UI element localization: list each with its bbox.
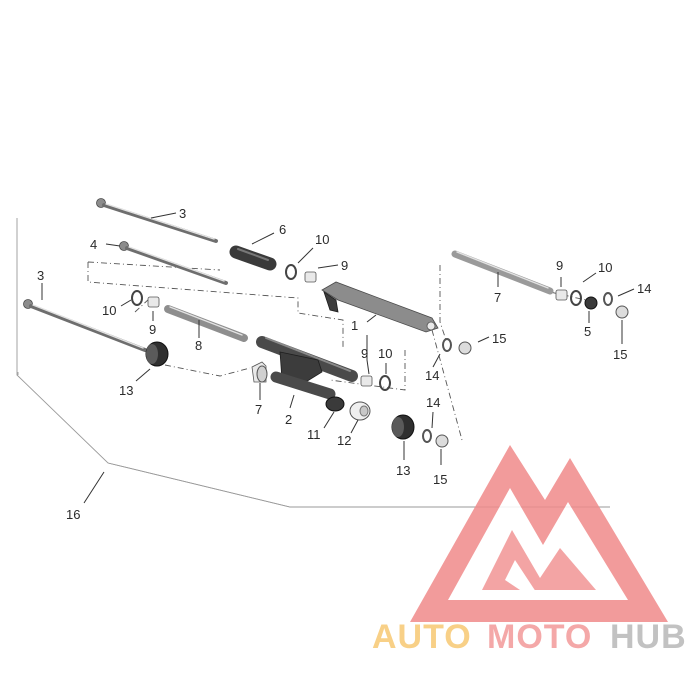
cap-15-a: [458, 341, 472, 355]
watermark-auto: AUTO: [372, 618, 472, 656]
callout-3-upper: 3: [179, 206, 186, 221]
bushing-13-right: [391, 414, 415, 440]
watermark-logo: AUTO MOTO HUB: [372, 445, 687, 656]
watermark-moto: MOTO: [487, 618, 592, 656]
callout-9-d: 9: [556, 258, 563, 273]
washer-14-a: [442, 338, 452, 352]
watermark-hub: HUB: [610, 618, 687, 656]
bushing-13-left: [145, 341, 169, 367]
nut-5: [584, 296, 598, 310]
callout-2: 2: [285, 412, 292, 427]
callout-16: 16: [66, 507, 80, 522]
spacer-9-b: [147, 296, 160, 308]
bracket-1: [321, 281, 439, 333]
callout-13-left: 13: [119, 383, 133, 398]
frame-outline: [16, 218, 610, 508]
spacer-11: [325, 396, 345, 412]
bolt-4: [119, 241, 228, 285]
callout-10-d: 10: [598, 260, 612, 275]
pin-7-left: [251, 361, 268, 383]
washer-10-a: [285, 264, 297, 280]
leader-lines: [41, 212, 635, 504]
callout-14-b: 14: [426, 395, 440, 410]
spacer-6: [229, 245, 277, 271]
spacer-9-a: [304, 271, 317, 283]
washer-10-b: [131, 290, 143, 306]
washer-14-b: [422, 429, 432, 443]
callout-10-a: 10: [315, 232, 329, 247]
callout-10-c: 10: [378, 346, 392, 361]
cap-15-b: [435, 434, 449, 448]
callout-3-lower: 3: [37, 268, 44, 283]
washer-10-c: [379, 375, 391, 391]
callout-14-a: 14: [425, 368, 439, 383]
spacer-9-d: [555, 289, 568, 301]
assembly-dash-lines: [87, 261, 587, 441]
callout-15-c: 15: [613, 347, 627, 362]
spacer-9-c: [360, 375, 373, 387]
callout-5: 5: [584, 324, 591, 339]
bolt-3-lower: [23, 299, 147, 352]
bolt-3-upper: [96, 198, 218, 243]
callout-7-left: 7: [255, 402, 262, 417]
cap-15-c: [615, 305, 629, 319]
washer-10-d: [570, 290, 582, 306]
washer-14-c: [603, 292, 613, 306]
callout-7-right: 7: [494, 290, 501, 305]
callout-6: 6: [279, 222, 286, 237]
callout-9-a: 9: [341, 258, 348, 273]
callout-12: 12: [337, 433, 351, 448]
callout-9-b: 9: [149, 322, 156, 337]
callout-14-c: 14: [637, 281, 651, 296]
callout-9-c: 9: [361, 346, 368, 361]
callout-15-b: 15: [433, 472, 447, 487]
bracket-2: [256, 336, 358, 400]
callout-4: 4: [90, 237, 97, 252]
callout-8: 8: [195, 338, 202, 353]
callout-11: 11: [307, 427, 321, 442]
shaft-8: [164, 305, 248, 342]
callout-15-a: 15: [492, 331, 506, 346]
callout-1: 1: [351, 318, 358, 333]
shaft-7-right: [451, 250, 554, 295]
bushing-12: [349, 401, 371, 421]
callout-10-b: 10: [102, 303, 116, 318]
callout-13-right: 13: [396, 463, 410, 478]
